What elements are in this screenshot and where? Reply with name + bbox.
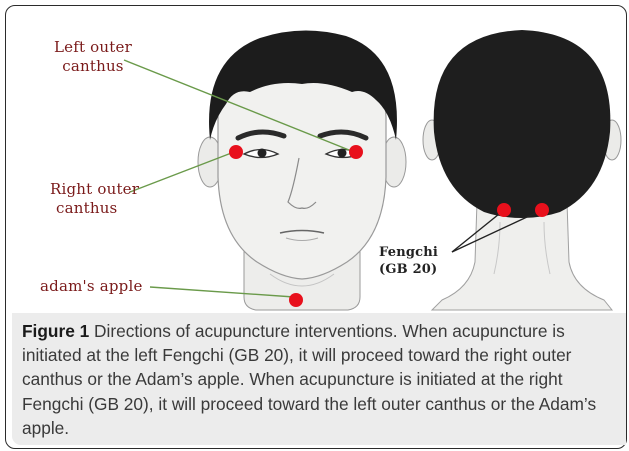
label-adams-apple-text: adam's apple: [40, 277, 143, 295]
back-head: [423, 30, 621, 310]
marker-fengchi-left: [497, 203, 511, 217]
caption-lead: Figure 1: [22, 321, 89, 341]
label-right-outer-canthus-line1: Right outer: [50, 180, 139, 199]
figure-frame: Left outer canthus Right outer canthus a…: [5, 5, 627, 449]
front-face: [198, 30, 406, 310]
caption-text: Directions of acupuncture interventions.…: [22, 321, 596, 438]
label-left-outer-canthus: Left outer canthus: [54, 38, 132, 76]
label-right-outer-canthus: Right outer canthus: [50, 180, 139, 218]
label-fengchi-line2: (GB 20): [379, 261, 438, 278]
caption-band: Figure 1 Directions of acupuncture inter…: [12, 313, 626, 445]
marker-adams-apple: [289, 293, 303, 307]
label-right-outer-canthus-line2: canthus: [50, 199, 139, 218]
label-left-outer-canthus-line1: Left outer: [54, 38, 132, 57]
marker-fengchi-right: [535, 203, 549, 217]
label-fengchi-line1: Fengchi: [379, 244, 438, 261]
label-adams-apple: adam's apple: [40, 277, 143, 296]
figure-illustration: Left outer canthus Right outer canthus a…: [12, 12, 626, 314]
marker-left-outer-canthus: [349, 145, 363, 159]
marker-right-outer-canthus: [229, 145, 243, 159]
label-fengchi: Fengchi (GB 20): [379, 244, 438, 278]
label-left-outer-canthus-line2: canthus: [54, 57, 132, 76]
figure-caption: Figure 1 Directions of acupuncture inter…: [22, 319, 622, 440]
